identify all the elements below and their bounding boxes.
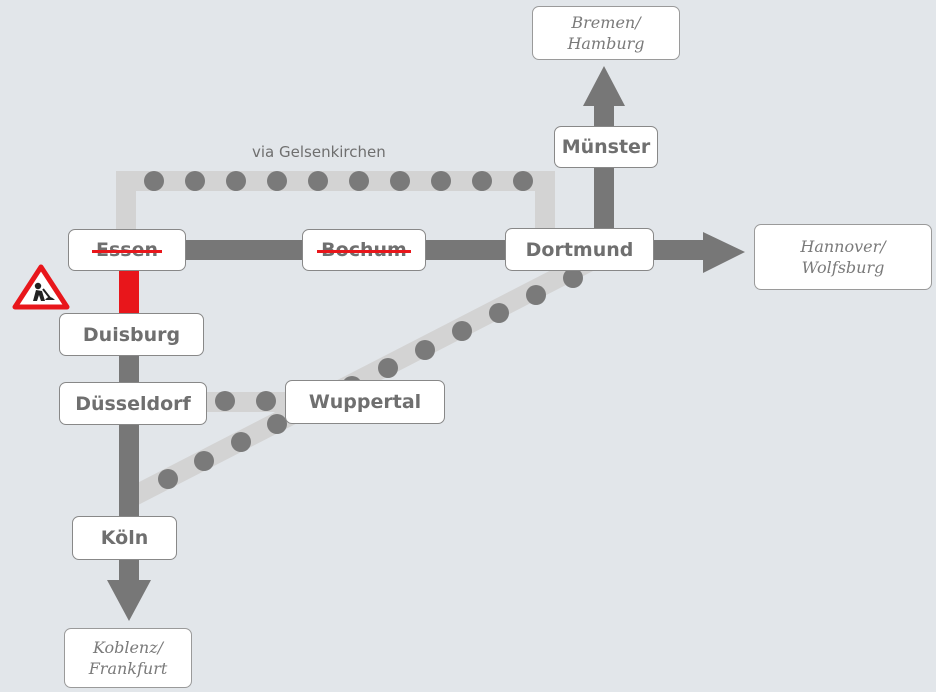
station-koeln-label: Köln — [100, 527, 149, 549]
station-essen: Essen — [68, 229, 186, 271]
detour-dot — [349, 171, 369, 191]
destination-east-line2: Wolfsburg — [801, 258, 885, 277]
station-muenster-label: Münster — [561, 136, 651, 158]
station-dortmund-label: Dortmund — [525, 238, 634, 261]
detour-dot — [390, 171, 410, 191]
south-arrowhead — [107, 580, 151, 621]
detour-dot — [144, 171, 164, 191]
destination-east-line1: Hannover/ — [800, 237, 886, 256]
detour-label: via Gelsenkirchen — [252, 143, 386, 161]
detour-dot — [185, 171, 205, 191]
destination-north-line2: Hamburg — [567, 34, 645, 53]
station-wuppertal: Wuppertal — [285, 380, 445, 424]
destination-hannover-wolfsburg: Hannover/ Wolfsburg — [754, 224, 932, 290]
station-duisburg: Duisburg — [59, 313, 204, 356]
detour-dots — [144, 171, 583, 489]
destination-north-line1: Bremen/ — [571, 13, 641, 32]
construction-warning-icon — [12, 264, 70, 310]
diagonal-dot — [378, 358, 398, 378]
east-arrowhead — [703, 232, 745, 273]
detour-dot — [226, 171, 246, 191]
closed-segment-essen-duisburg — [119, 270, 139, 315]
station-koeln: Köln — [72, 516, 177, 560]
station-essen-label: Essen — [91, 239, 163, 261]
gelsenkirchen-detour-track — [116, 171, 555, 248]
station-duesseldorf: Düsseldorf — [59, 382, 207, 425]
detour-dot — [513, 171, 533, 191]
destination-south-line2: Frankfurt — [88, 659, 168, 678]
detour-dot — [308, 171, 328, 191]
station-wuppertal-label: Wuppertal — [308, 391, 422, 413]
diagonal-dot — [452, 321, 472, 341]
diagonal-dot — [415, 340, 435, 360]
destination-bremen-hamburg: Bremen/ Hamburg — [532, 6, 680, 60]
north-arrowhead — [583, 66, 625, 106]
diagonal-dot — [563, 268, 583, 288]
destination-koblenz-frankfurt: Koblenz/ Frankfurt — [64, 628, 192, 688]
detour-dot — [472, 171, 492, 191]
diagonal-dot — [489, 303, 509, 323]
station-duisburg-label: Duisburg — [82, 323, 181, 346]
station-duesseldorf-label: Düsseldorf — [75, 392, 191, 415]
diagonal-dot — [194, 451, 214, 471]
diagonal-dot — [231, 432, 251, 452]
wuppertal-link-dot — [256, 391, 276, 411]
diagonal-dot — [158, 469, 178, 489]
wuppertal-link-dot — [215, 391, 235, 411]
detour-dot — [431, 171, 451, 191]
station-bochum: Bochum — [302, 229, 426, 271]
diagonal-dot — [267, 414, 287, 434]
diagonal-dot — [526, 285, 546, 305]
station-bochum-label: Bochum — [317, 239, 411, 261]
detour-dot — [267, 171, 287, 191]
station-dortmund: Dortmund — [505, 228, 654, 271]
station-muenster: Münster — [554, 126, 658, 168]
destination-south-line1: Koblenz/ — [92, 638, 164, 657]
